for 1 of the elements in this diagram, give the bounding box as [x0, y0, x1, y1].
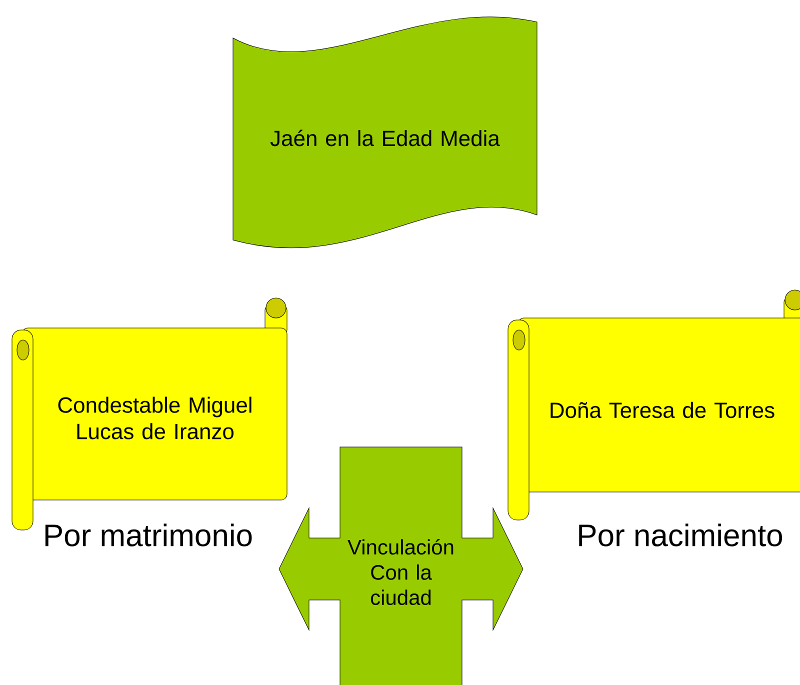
node-label: Por nacimiento — [579, 524, 782, 546]
